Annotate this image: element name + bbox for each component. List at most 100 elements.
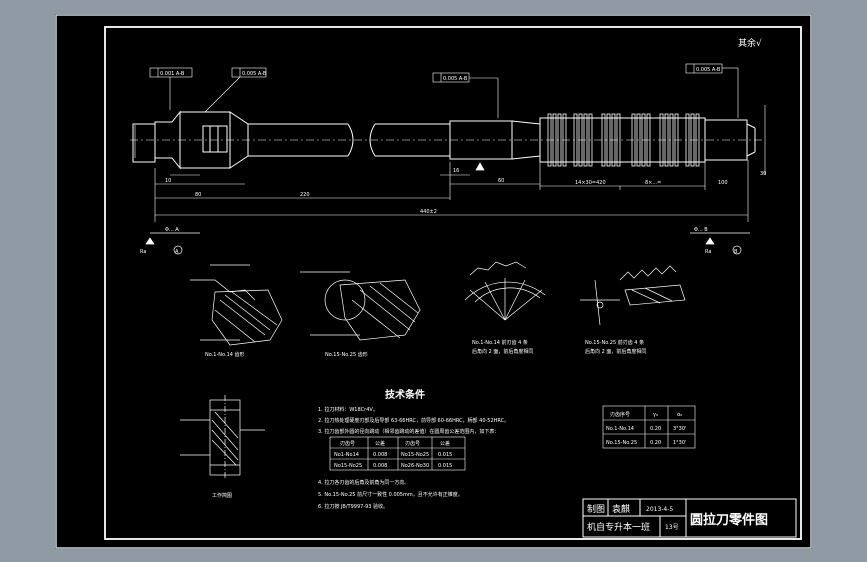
datum-b: B xyxy=(734,249,738,255)
dim-100: 100 xyxy=(718,180,728,186)
detail-view-4 xyxy=(580,265,686,326)
roughness-mark: 其余√ xyxy=(738,37,762,49)
tech-req-5: 5. No.15-No.25 前尺寸一致性 0.005mm，且不允许有正锥度。 xyxy=(318,491,463,498)
angle-table: 刃齿序号 γ₀ α₀ No.1-No.14 0.20 3°30' No.15-N… xyxy=(602,405,696,449)
tech-req-6: 6. 拉刀按 JB/T9997-93 验收。 xyxy=(318,503,388,510)
cutting-tooth xyxy=(583,113,588,167)
title-school: 机自专升本一班 xyxy=(587,521,650,533)
roughness-left: Ra xyxy=(140,249,146,255)
shaft-dimensions xyxy=(134,105,766,222)
cutting-tooth xyxy=(685,113,690,167)
cutting-teeth-group xyxy=(547,113,700,167)
tol-frame-3: 0.005 A-B xyxy=(443,76,468,82)
detail-view-2 xyxy=(300,271,421,341)
angle-r0c0: No.1-No.14 xyxy=(606,426,634,432)
title-date: 2013-4-5 xyxy=(646,506,673,513)
cutting-tooth xyxy=(578,113,583,167)
runout-h3: 公差 xyxy=(440,440,450,447)
work-sketch-caption: 工作简图 xyxy=(212,492,232,499)
cutting-tooth xyxy=(631,113,636,167)
detail-caption-4b: 后角向 2 面，前后角度相同 xyxy=(585,348,646,355)
cutting-tooth xyxy=(636,113,641,167)
cutting-tooth xyxy=(674,113,679,167)
runout-r1c1: 0.008 xyxy=(373,463,387,469)
datum-right-note: Φ... B xyxy=(694,227,708,233)
dim-80: 80 xyxy=(195,192,201,198)
title-number: 13号 xyxy=(665,524,679,531)
detail-caption-3b: 后角向 2 面，前后角度相同 xyxy=(472,348,533,355)
datum-a: A xyxy=(175,249,179,255)
rear-guide xyxy=(704,119,748,161)
cutting-tooth xyxy=(611,113,616,167)
dim-total: 440±2 xyxy=(420,209,437,215)
cutting-tooth xyxy=(669,113,674,167)
tech-req-3: 3. 拉刀齿部外圆的径向跳动（相邻齿跳动的差值）在圆周齿公差范围内，如下表： xyxy=(318,428,499,435)
dim-60: 60 xyxy=(498,178,504,184)
neck-slot xyxy=(202,125,228,153)
angle-r0c2: 3°30' xyxy=(673,426,686,432)
dim-16: 16 xyxy=(453,168,459,174)
runout-r1c3: 0.015 xyxy=(438,463,452,469)
runout-r0c1: 0.008 xyxy=(373,452,387,458)
runout-r0c3: 0.015 xyxy=(438,452,452,458)
cutting-tooth xyxy=(616,113,621,167)
cutting-tooth xyxy=(588,113,593,167)
cutting-tooth xyxy=(562,113,567,167)
sheet-inner-border xyxy=(104,26,802,540)
cutting-tooth xyxy=(664,113,669,167)
angle-r1c0: No.15-No.25 xyxy=(606,440,637,446)
break-line-right xyxy=(369,123,376,157)
break-line-left xyxy=(347,123,354,157)
cutting-tooth xyxy=(606,113,611,167)
dim-8x: 8×...= xyxy=(645,180,661,186)
cutting-tooth xyxy=(641,113,646,167)
cutting-tooth xyxy=(547,113,552,167)
datum-markers xyxy=(145,162,750,255)
drawing-title: 圆拉刀零件图 xyxy=(690,512,768,528)
runout-table: 刃齿号 公差 刃齿号 公差 No1-No14 0.008 No15-No25 0… xyxy=(329,436,466,471)
cutting-tooth xyxy=(695,113,700,167)
cutting-tooth xyxy=(573,113,578,167)
tech-req-1: 1. 拉刀材料：W18Cr4V。 xyxy=(318,406,378,413)
cutting-tooth xyxy=(601,113,606,167)
tol-frame-2: 0.005 A-B xyxy=(242,71,267,77)
angle-r0c1: 0.20 xyxy=(650,426,661,432)
cutting-tooth xyxy=(552,113,557,167)
dim-10: 10 xyxy=(165,178,171,184)
detail-caption-3: No.1-No.14 前刃齿 4 条 xyxy=(472,339,528,346)
tech-req-items: 1. 拉刀材料：W18Cr4V。 2. 拉刀热处理硬度刃部及后导部 63-66H… xyxy=(318,406,509,510)
tolerance-frames: 0.001 A-B 0.005 A-B 0.005 A-B 0.005 A-B xyxy=(149,63,739,118)
runout-r0c0: No1-No14 xyxy=(334,452,359,458)
angle-h0: 刃齿序号 xyxy=(610,411,630,418)
shaft-dim-text: 80 220 10 440±2 60 16 14×30=420 8×...= 1… xyxy=(165,168,766,215)
dim-220: 220 xyxy=(300,192,310,198)
tech-req-title: 技术条件 xyxy=(385,388,425,401)
runout-h1: 公差 xyxy=(375,440,385,447)
dim-30: 30 xyxy=(760,171,766,177)
tech-req-2: 2. 拉刀热处理硬度刃部及后导部 63-66HRC，前导部 60-66HRC，柄… xyxy=(318,417,509,424)
tol-frame-1: 0.001 A-B xyxy=(160,71,185,77)
tol-frame-4: 0.005 A-B xyxy=(696,67,721,73)
detail-caption-2: No.15-No.25 齿形 xyxy=(325,351,368,358)
sheet-outer-border xyxy=(55,14,812,549)
runout-h0: 刃齿号 xyxy=(340,441,355,447)
detail-view-3 xyxy=(464,261,546,321)
angle-r1c1: 0.20 xyxy=(650,440,661,446)
title-block: 制图 袁麒 2013-4-5 机自专升本一班 13号 圆拉刀零件图 xyxy=(582,498,797,538)
title-drawn-label: 制图 xyxy=(587,503,605,515)
roughness-right: Ra xyxy=(705,249,711,255)
angle-h1: γ₀ xyxy=(653,412,658,418)
runout-h2: 刃齿号 xyxy=(405,441,420,447)
runout-r1c2: No26-No30 xyxy=(401,463,429,469)
work-sketch xyxy=(180,395,265,480)
cutting-tooth xyxy=(557,113,562,167)
angle-h2: α₀ xyxy=(677,412,682,418)
runout-r0c2: No15-No25 xyxy=(401,452,429,458)
drawing-sheet xyxy=(55,14,812,549)
runout-r1c0: No15-No25 xyxy=(334,463,362,469)
detail-caption-4: No.15-No.25 前刃齿 4 条 xyxy=(585,339,644,346)
dim-420: 14×30=420 xyxy=(575,180,606,186)
cutting-tooth xyxy=(690,113,695,167)
detail-caption-1: No.1-No.14 齿形 xyxy=(205,351,245,358)
